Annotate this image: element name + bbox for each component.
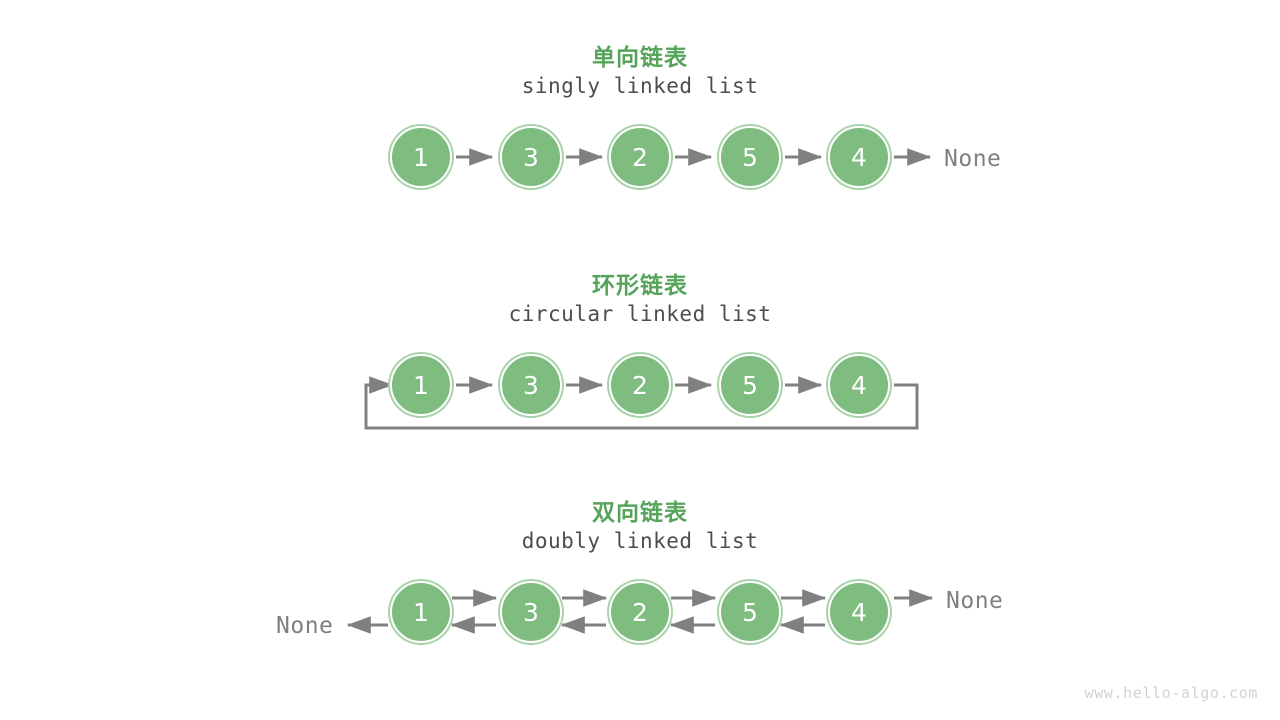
doubly-node-2: 2 [609, 581, 671, 643]
doubly-head-none-label: None [276, 613, 334, 639]
singly-tail-none-label: None [944, 146, 1002, 172]
watermark: www.hello-algo.com [1084, 684, 1258, 702]
doubly-node-0: 1 [390, 581, 452, 643]
doubly-node-3: 5 [719, 581, 781, 643]
circular-list-subtitle: circular linked list [508, 302, 772, 326]
circular-node-2: 2 [609, 354, 671, 416]
circular-node-4: 4 [828, 354, 890, 416]
doubly-tail-none-label: None [946, 588, 1004, 614]
singly-node-4: 4 [828, 126, 890, 188]
singly-node-1: 3 [500, 126, 562, 188]
doubly-node-4: 4 [828, 581, 890, 643]
doubly-list-title: 双向链表 [592, 500, 688, 526]
doubly-list-subtitle: doubly linked list [521, 529, 759, 553]
circular-list-title: 环形链表 [592, 273, 688, 299]
singly-list-title: 单向链表 [592, 45, 688, 71]
circular-node-3: 5 [719, 354, 781, 416]
singly-list-subtitle: singly linked list [521, 74, 759, 98]
singly-node-0: 1 [390, 126, 452, 188]
doubly-node-1: 3 [500, 581, 562, 643]
circular-node-0: 1 [390, 354, 452, 416]
circular-node-1: 3 [500, 354, 562, 416]
singly-node-2: 2 [609, 126, 671, 188]
singly-node-3: 5 [719, 126, 781, 188]
